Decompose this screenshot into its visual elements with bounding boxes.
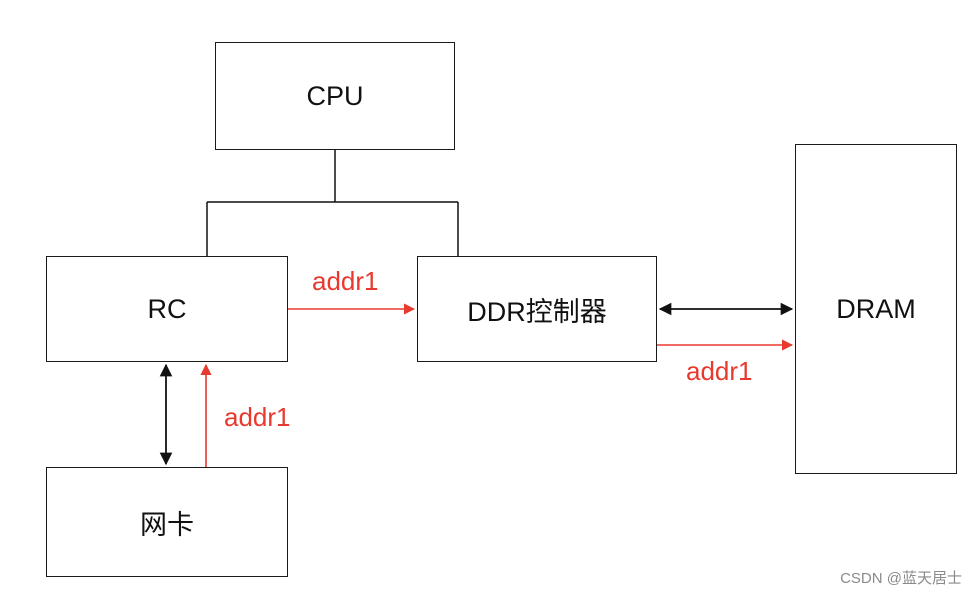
nic-node: 网卡 <box>46 467 288 577</box>
nic-rc-addr-label: addr1 <box>224 402 291 432</box>
dram-label: DRAM <box>836 293 916 324</box>
cpu-bus-line <box>206 150 459 256</box>
rc-ddr-addr-label: addr1 <box>312 266 379 296</box>
dram-node: DRAM <box>795 144 957 474</box>
ddr-controller-node: DDR控制器 <box>417 256 657 362</box>
watermark: CSDN @蓝天居士 <box>840 570 962 587</box>
cpu-label: CPU <box>306 80 364 111</box>
nic-label: 网卡 <box>140 509 194 540</box>
cpu-node: CPU <box>215 42 455 150</box>
ddr-dram-addr-label: addr1 <box>686 356 753 386</box>
rc-label: RC <box>147 293 187 324</box>
rc-node: RC <box>46 256 288 362</box>
ddr-controller-label: DDR控制器 <box>467 296 607 327</box>
